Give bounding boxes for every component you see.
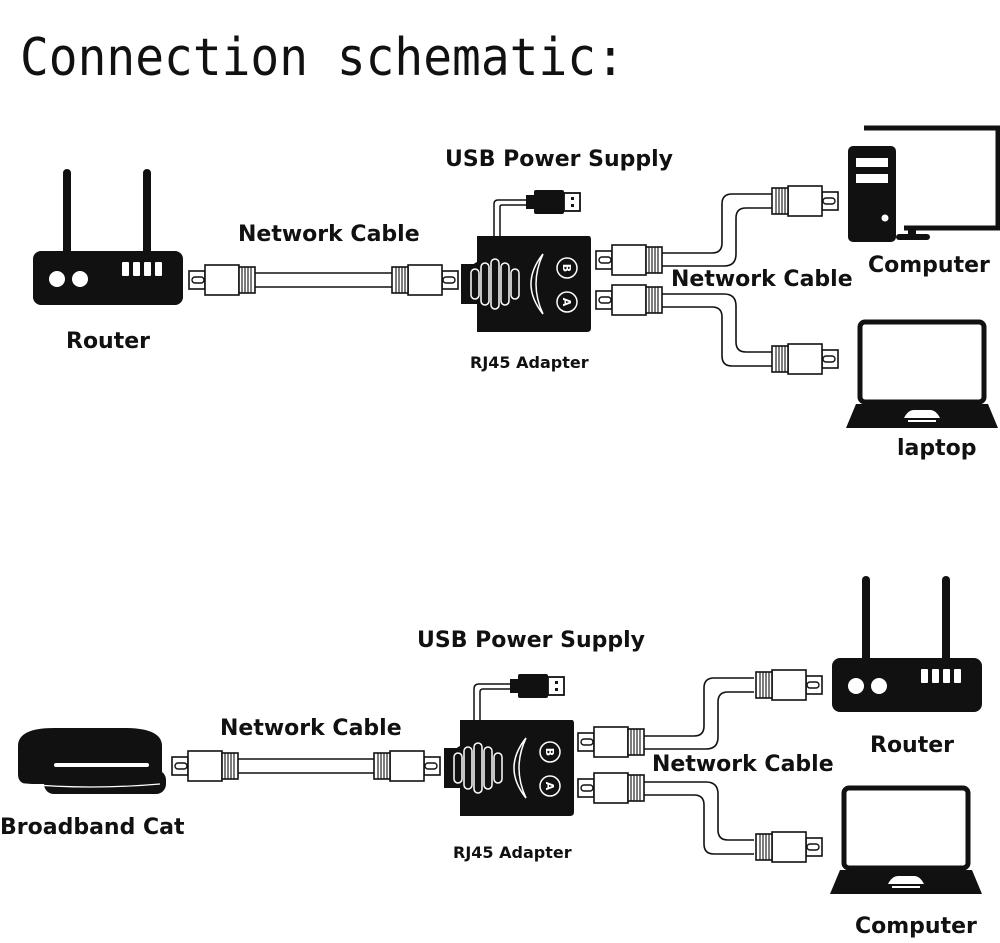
router-icon [832, 576, 982, 712]
laptop-label: laptop [897, 436, 977, 461]
rj45-plug-icon [771, 343, 839, 375]
router-icon [33, 169, 183, 305]
rj45-adapter-icon [460, 235, 592, 333]
network-cable-label: Network Cable [220, 716, 402, 741]
computer-label: Computer [868, 253, 990, 278]
router-label: Router [870, 733, 955, 758]
network-cable-input [188, 264, 459, 296]
usb-power-supply-label: USB Power Supply [417, 628, 646, 653]
router-label: Router [66, 329, 151, 354]
rj45-plug-icon [595, 244, 663, 276]
network-cable-output [595, 185, 839, 375]
rj45-adapter-label: RJ45 Adapter [453, 843, 572, 862]
rj45-plug-icon [771, 185, 839, 217]
usb-plug-icon [525, 189, 581, 215]
rj45-plug-icon [577, 726, 645, 758]
rj45-plug-icon [595, 284, 663, 316]
network-cable-label: Network Cable [671, 267, 853, 292]
rj45-plug-icon [373, 750, 441, 782]
rj45-plug-icon [577, 772, 645, 804]
laptop-icon [830, 788, 982, 894]
rj45-plug-icon [755, 669, 823, 701]
modem-icon [17, 727, 167, 795]
diagram-bottom [17, 576, 982, 894]
usb-plug-icon [509, 673, 565, 699]
rj45-adapter-icon [443, 719, 575, 817]
rj45-plug-icon [755, 831, 823, 863]
usb-power-cable [473, 673, 565, 720]
diagram-top [33, 128, 998, 428]
network-cable-output [577, 669, 823, 863]
usb-power-supply-label: USB Power Supply [445, 147, 674, 172]
broadband-cat-label: Broadband Cat [0, 815, 185, 840]
network-cable-label: Network Cable [238, 222, 420, 247]
rj45-plug-icon [188, 264, 256, 296]
network-cable-input [171, 750, 441, 782]
rj45-adapter-label: RJ45 Adapter [470, 353, 589, 372]
network-cable-label: Network Cable [652, 752, 834, 777]
computer-label: Computer [855, 914, 977, 939]
desktop-computer-icon [848, 128, 998, 242]
laptop-icon [846, 322, 998, 428]
rj45-plug-icon [171, 750, 239, 782]
rj45-plug-icon [391, 264, 459, 296]
usb-power-cable [493, 189, 581, 237]
page-title: Connection schematic: [20, 28, 625, 88]
